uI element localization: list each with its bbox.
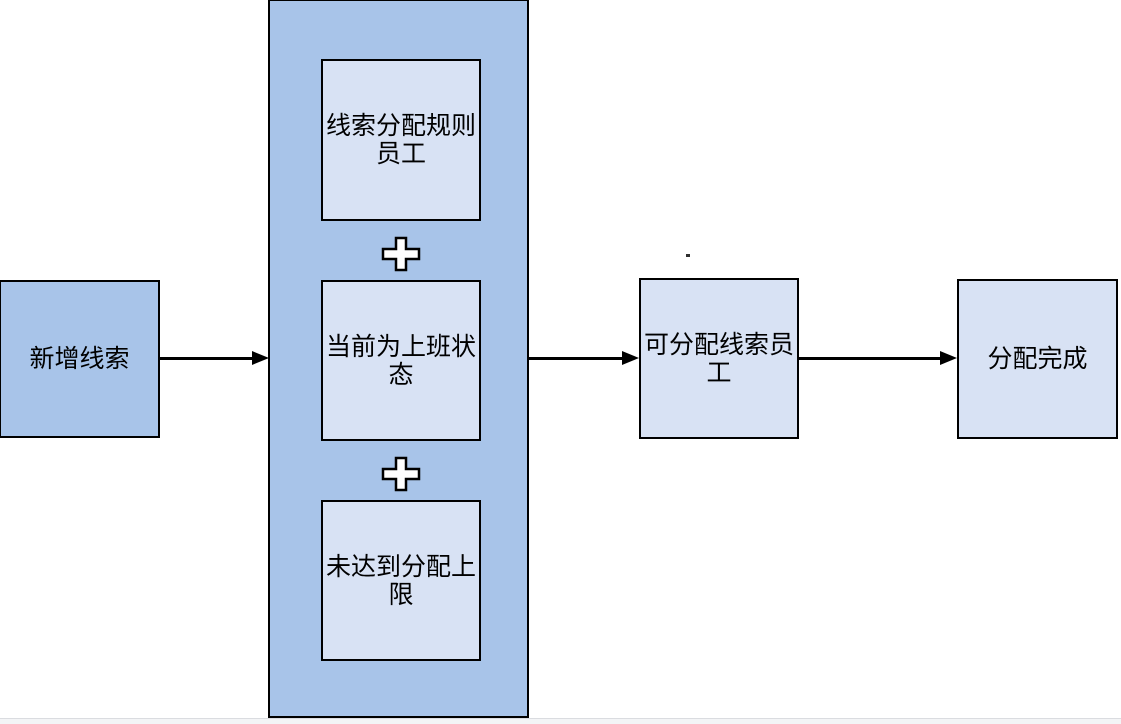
node-on-duty-status-label: 当前为上班状 态: [325, 332, 476, 389]
node-assignment-complete: 分配完成: [957, 279, 1118, 439]
node-assignment-rule-employees-label: 线索分配规则 员工: [325, 112, 476, 168]
plus-icon: [381, 236, 421, 272]
node-on-duty-status: 当前为上班状 态: [321, 280, 481, 441]
arrow-head-icon: [252, 351, 269, 365]
arrow-head-icon: [622, 351, 639, 365]
node-assignable-lead-employees-label: 可分配线索员 工: [643, 330, 794, 387]
node-new-lead-label: 新增线索: [29, 345, 130, 373]
arrow-start-to-criteria: [159, 351, 269, 365]
node-below-assignment-limit: 未达到分配上 限: [321, 500, 481, 661]
criteria-group-container: 线索分配规则 员工 当前为上班状 态 未达到分配上 限: [268, 0, 529, 718]
page-bottom-edge: [0, 718, 1121, 724]
stray-dot-mark: [686, 254, 690, 257]
node-below-assignment-limit-label: 未达到分配上 限: [325, 552, 476, 609]
node-assignable-lead-employees: 可分配线索员 工: [639, 278, 799, 439]
arrow-criteria-to-result: [529, 351, 639, 365]
node-assignment-rule-employees: 线索分配规则 员工: [321, 59, 481, 221]
arrow-line: [529, 357, 624, 360]
plus-icon: [381, 456, 421, 492]
arrow-head-icon: [940, 351, 957, 365]
arrow-result-to-end: [799, 351, 957, 365]
node-assignment-complete-label: 分配完成: [987, 345, 1088, 373]
node-new-lead: 新增线索: [0, 280, 160, 438]
arrow-line: [159, 357, 254, 360]
arrow-line: [799, 357, 942, 360]
